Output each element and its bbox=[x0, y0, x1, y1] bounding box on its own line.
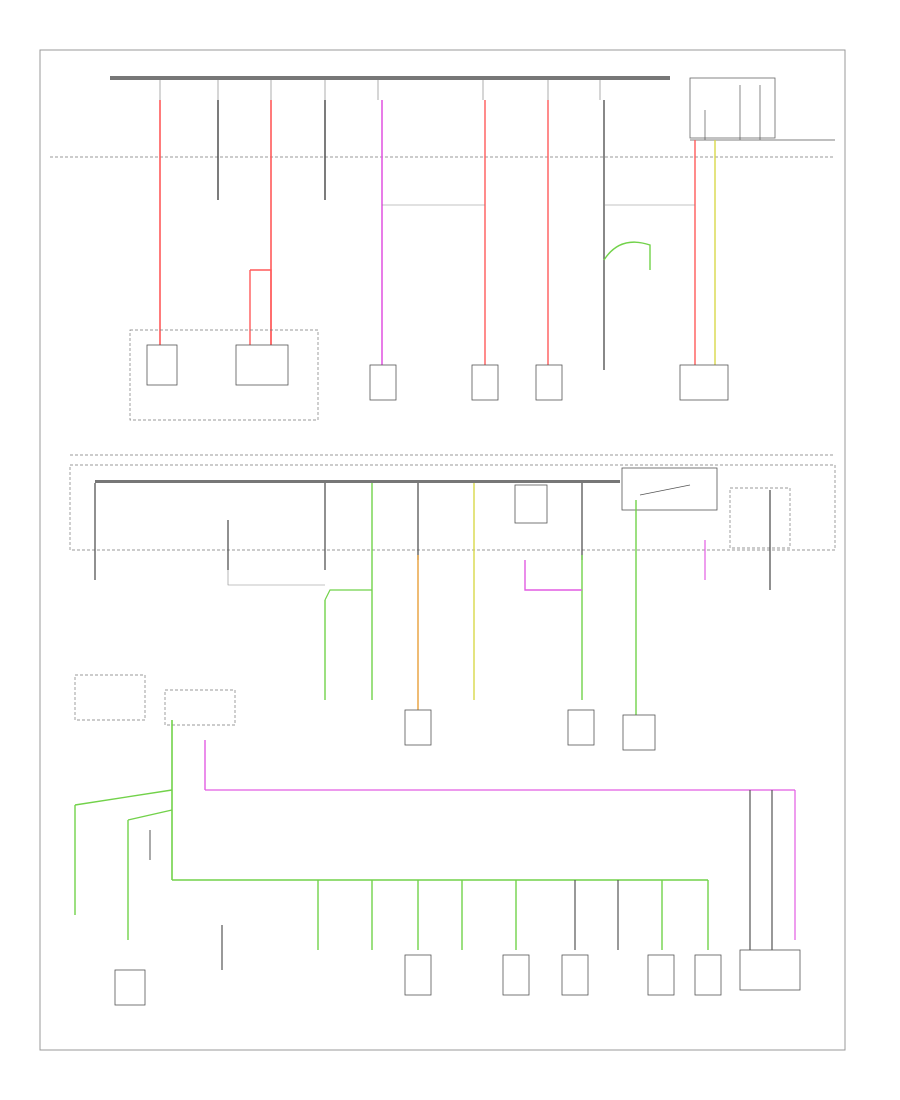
middle-section bbox=[69, 454, 836, 751]
component-block-14 bbox=[647, 954, 675, 996]
component-block-11 bbox=[404, 954, 432, 996]
top-section bbox=[50, 76, 835, 421]
relay-block-a bbox=[514, 484, 548, 524]
component-block-6 bbox=[679, 364, 729, 401]
component-block-9 bbox=[622, 714, 656, 751]
component-block-7 bbox=[404, 709, 432, 746]
wire-pink-mid bbox=[524, 560, 582, 591]
component-block-2 bbox=[235, 344, 289, 386]
component-block-16 bbox=[739, 949, 801, 991]
lower-section bbox=[74, 674, 801, 1006]
component-block-8 bbox=[567, 709, 595, 746]
component-block-5 bbox=[535, 364, 563, 401]
top-bus-bar bbox=[110, 76, 670, 80]
component-block-4 bbox=[471, 364, 499, 401]
middle-bus-bar bbox=[95, 480, 620, 483]
diagram-frame bbox=[39, 49, 846, 1051]
component-block-1 bbox=[146, 344, 178, 386]
component-block-15 bbox=[694, 954, 722, 996]
top-relay-box bbox=[689, 77, 776, 139]
component-block-13 bbox=[561, 954, 589, 996]
component-block-12 bbox=[502, 954, 530, 996]
component-block-10 bbox=[114, 969, 146, 1006]
component-block-3 bbox=[369, 364, 397, 401]
top-fuses bbox=[159, 80, 601, 100]
